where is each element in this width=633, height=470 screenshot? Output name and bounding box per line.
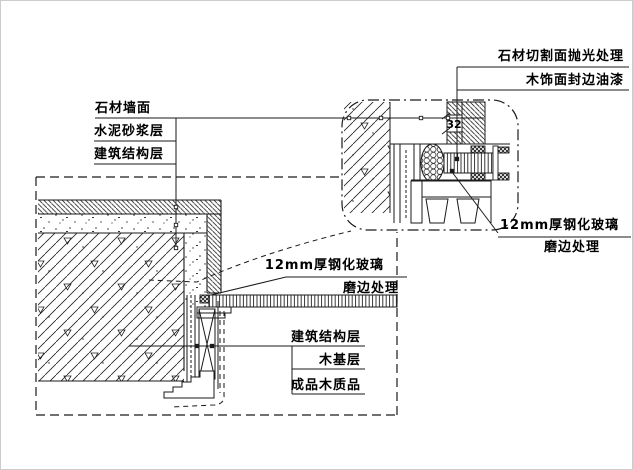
detail-wood-frame — [410, 180, 492, 224]
wood-blocking-section — [425, 198, 449, 224]
detail-bubble-border — [341, 99, 519, 231]
detail-concrete — [344, 102, 391, 213]
backer-rod — [420, 143, 445, 183]
detail-stone-blocks — [441, 101, 486, 145]
label-structure-layer-bottom: 建筑结构层 — [290, 330, 361, 345]
label-finished-wood: 成品木质品 — [290, 378, 361, 393]
glazing-clip — [497, 146, 510, 154]
wood-jamb-assembly — [163, 295, 232, 399]
wood-blocking-section — [456, 198, 480, 224]
stone-wall-band — [38, 200, 221, 293]
detail-callout-cloud — [148, 230, 352, 408]
main-drawing-border — [35, 176, 398, 416]
label-tempered-glass-main: 12mm厚钢化玻璃 — [264, 258, 384, 273]
leader-lines — [94, 66, 631, 395]
dimension-32: 32 — [446, 118, 462, 131]
label-cement-mortar-layer: 水泥砂浆层 — [94, 124, 165, 139]
leader-markers — [173, 115, 460, 349]
label-wood-veneer-edge-paint: 木饰面封边油漆 — [525, 73, 624, 88]
label-wood-base-layer: 木基层 — [318, 353, 361, 368]
sealant-main — [199, 294, 210, 304]
glazing-clip — [497, 172, 510, 181]
skirting-steps — [163, 370, 215, 399]
label-structure-layer: 建筑结构层 — [94, 147, 165, 162]
label-edge-grinding-main: 磨边处理 — [342, 281, 399, 296]
dimension-tick — [441, 127, 451, 135]
label-stone-cut-polish: 石材切割面抛光处理 — [497, 49, 624, 64]
detail-sealant-blocks — [470, 145, 510, 181]
label-edge-grinding-detail: 磨边处理 — [544, 240, 601, 255]
glass-panel-main — [199, 294, 398, 308]
label-tempered-glass-detail: 12mm厚钢化玻璃 — [500, 218, 620, 233]
wall-boundary-lines — [38, 199, 222, 382]
detail-wood-base-strips — [390, 143, 422, 223]
label-stone-wall: 石材墙面 — [95, 101, 152, 116]
concrete-structure — [38, 233, 184, 381]
edge-banding-strip — [492, 145, 499, 181]
